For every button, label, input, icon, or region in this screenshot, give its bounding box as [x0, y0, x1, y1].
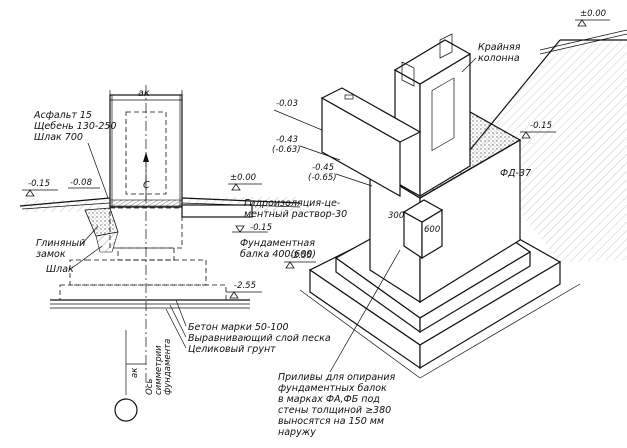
- waterproofing-label: Гидроизоляция-це- ментный раствор-30: [244, 198, 347, 220]
- axis-bubble: [114, 398, 138, 422]
- foundation-mark: ФД-37: [500, 168, 531, 179]
- section-level-minus015: -0.15: [28, 179, 50, 189]
- section-view: aк Ось симметрии фундамента aк: [19, 85, 347, 422]
- iso-level-minus043: -0.43 (-0.63): [272, 135, 301, 155]
- layer-labels: Асфальт 15 Щебень 130-250 Шлак 700: [33, 110, 120, 143]
- beam-label: Фундаментная балка 400(600): [240, 238, 318, 260]
- clay-lock-label: Глиняный замок: [36, 238, 88, 260]
- section-dim-ak-bottom: aк: [130, 367, 140, 378]
- iso-level-zero: ±0.00: [580, 9, 606, 19]
- iso-level-minus045: -0.45 (-0.65): [308, 163, 337, 183]
- iso-level-minus003: -0.03: [276, 99, 298, 109]
- isometric-view: ±0.00 300 600 -0.03: [272, 9, 627, 438]
- slag-label: Шлак: [46, 264, 74, 275]
- iso-level-minus015: -0.15: [530, 121, 552, 131]
- section-dim-ak: aк: [138, 88, 150, 99]
- axis-label: Ось симметрии фундамента: [145, 339, 173, 395]
- section-level-minus255: -2.55: [234, 281, 256, 291]
- clay-lock: [84, 207, 119, 237]
- column-marker: C: [143, 180, 150, 191]
- iso-dim-300: 300: [388, 211, 404, 221]
- excavation-slope: [470, 40, 627, 262]
- iso-level-minus255: -2.55: [290, 251, 312, 261]
- concrete-labels: Бетон марки 50-100 Выравнивающий слой пе…: [188, 322, 334, 355]
- section-level-minus008: -0.08: [70, 178, 93, 188]
- section-level-minus015-right: -0.15: [250, 223, 272, 233]
- bracket-note: Приливы для опирания фундаментных балок …: [278, 372, 398, 438]
- iso-dim-600: 600: [424, 225, 440, 235]
- foundation-beam-section: [181, 204, 253, 218]
- column-label: Крайняя колонна: [478, 42, 523, 64]
- section-level-zero: ±0.00: [230, 173, 256, 183]
